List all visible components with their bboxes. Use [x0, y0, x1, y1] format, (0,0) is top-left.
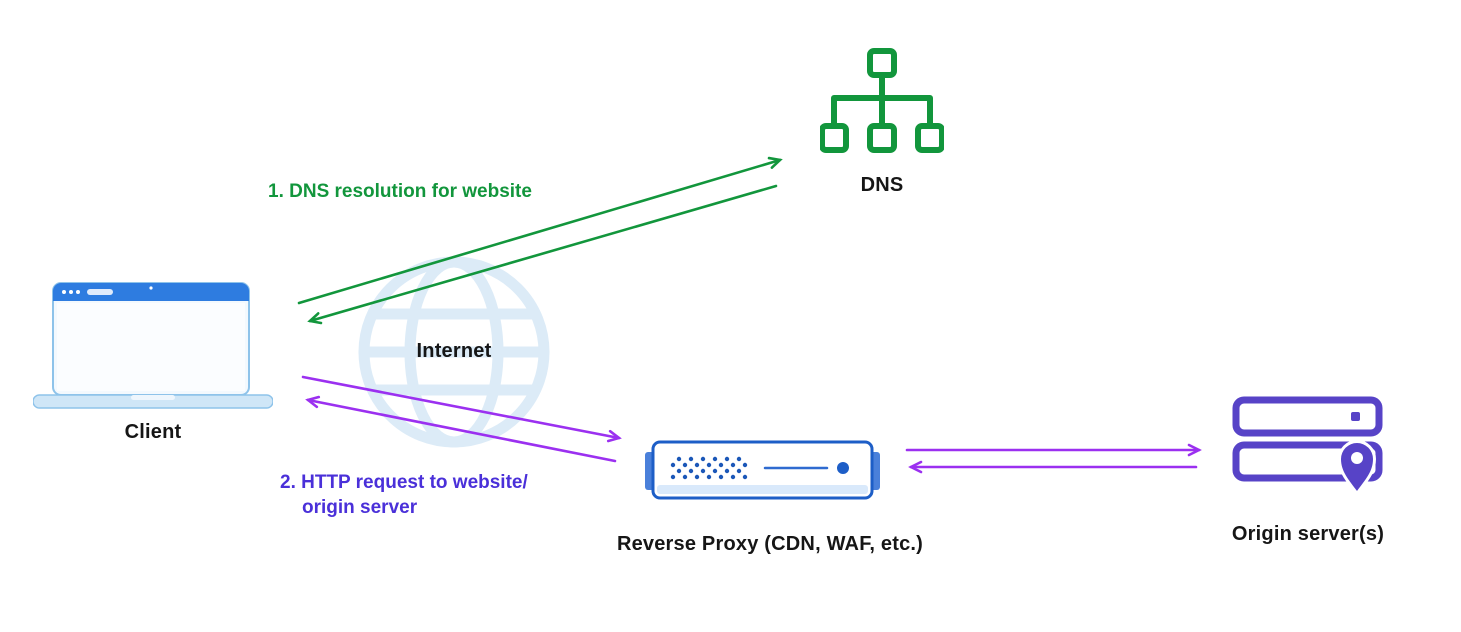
client-label: Client [124, 421, 182, 443]
origin-label: Origin server(s) [1231, 523, 1385, 545]
annotation-step1: 1. DNS resolution for website [268, 181, 532, 202]
dns-tree-icon [820, 48, 944, 153]
annotation-step2: 2. HTTP request to website/ origin serve… [280, 470, 528, 520]
dns-label: DNS [860, 174, 904, 196]
reverse-proxy-label: Reverse Proxy (CDN, WAF, etc.) [616, 533, 924, 555]
reverse-proxy-icon [645, 440, 880, 500]
proxy-dot-matrix [670, 456, 748, 480]
location-pin-icon [1337, 440, 1377, 497]
client-laptop-icon [33, 282, 273, 409]
arrow-proxy-origin [905, 443, 1202, 474]
internet-label: Internet [416, 340, 492, 362]
origin-servers-icon [1232, 396, 1383, 497]
annotation-step2-line2: origin server [302, 497, 418, 518]
arrow-client-proxy [301, 375, 622, 463]
arrow-client-dns [297, 156, 783, 325]
annotation-step2-line1: 2. HTTP request to website/ [280, 472, 528, 493]
internet-globe-icon [358, 256, 550, 448]
